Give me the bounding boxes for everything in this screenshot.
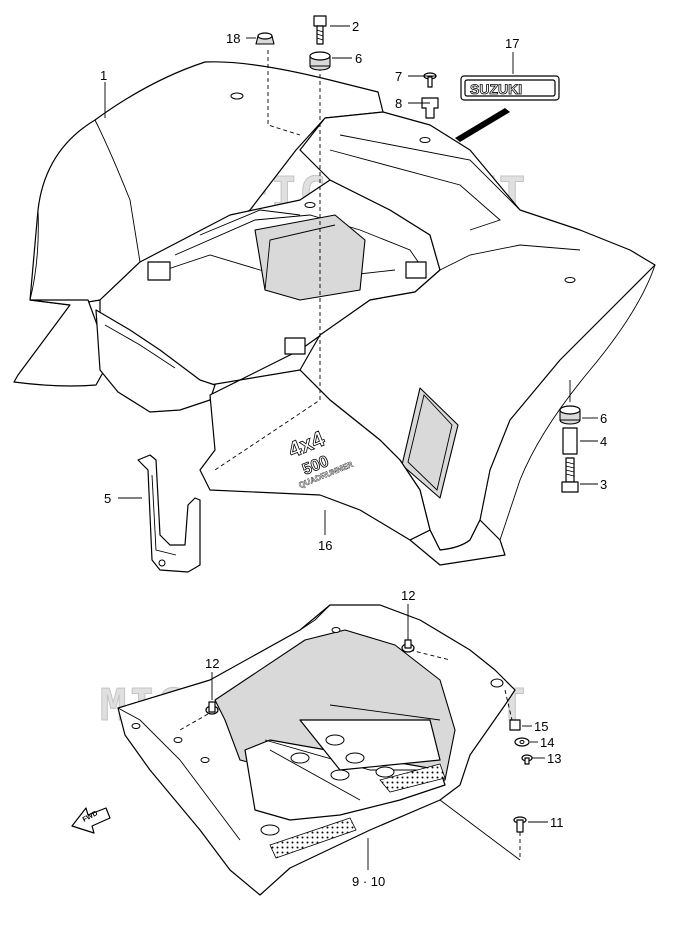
- fwd-arrow: FWD: [71, 807, 111, 834]
- rear-mud-guard: [117, 604, 521, 896]
- hardware-lower: [205, 639, 533, 833]
- callout-1: 1: [100, 68, 107, 83]
- callout-6-right: 6: [600, 411, 607, 426]
- callout-4: 4: [600, 434, 607, 449]
- callout-5: 5: [104, 491, 111, 506]
- callout-6-top: 6: [355, 51, 362, 66]
- callout-12-right: 12: [401, 588, 415, 603]
- callout-18: 18: [226, 31, 240, 46]
- callout-2: 2: [352, 19, 359, 34]
- suzuki-decal: SUZUKI: [455, 75, 560, 142]
- callout-7: 7: [395, 69, 402, 84]
- callout-15: 15: [534, 719, 548, 734]
- bracket-5: [137, 454, 201, 573]
- callouts: 1 2 3 4 5 6 6 7 8 9 · 10 11 12 12 13 14 …: [100, 19, 607, 889]
- callout-13: 13: [547, 751, 561, 766]
- callout-17: 17: [505, 36, 519, 51]
- callout-14: 14: [540, 735, 554, 750]
- leader-lines: [104, 25, 598, 870]
- rear-fender: [13, 50, 656, 566]
- hardware-top: [255, 15, 439, 119]
- suzuki-text: SUZUKI: [470, 81, 522, 97]
- callout-9-10: 9 · 10: [352, 874, 385, 889]
- callout-3: 3: [600, 477, 607, 492]
- callout-8: 8: [395, 96, 402, 111]
- callout-16: 16: [318, 538, 332, 553]
- hardware-right: [559, 405, 581, 493]
- callout-11: 11: [550, 815, 564, 830]
- callout-12-left: 12: [205, 656, 219, 671]
